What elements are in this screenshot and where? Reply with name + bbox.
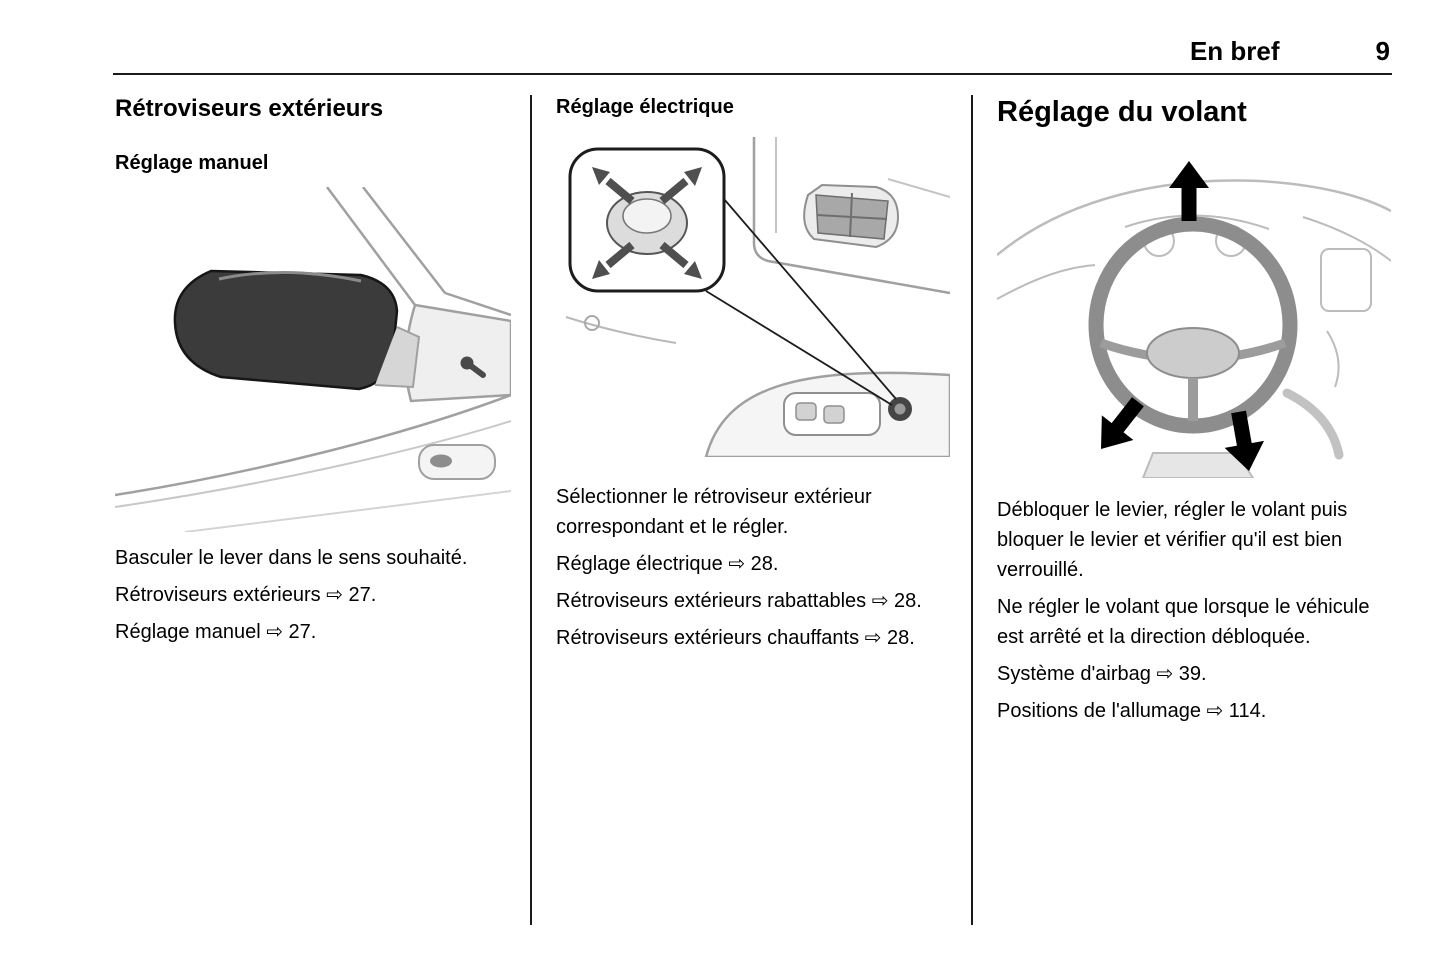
mirror-adjuster-knob bbox=[888, 397, 912, 421]
cross-reference: Réglage électrique ⇨ 28. bbox=[556, 553, 779, 575]
chapter-title: En bref bbox=[1189, 36, 1280, 66]
steering-wheel-figure bbox=[996, 161, 1392, 479]
column-divider bbox=[530, 95, 532, 925]
door-window-frame bbox=[752, 137, 951, 295]
cross-reference: Rétroviseurs extérieurs chauffants ⇨ 28. bbox=[556, 627, 915, 649]
section-heading: Rétroviseurs extérieurs bbox=[115, 95, 384, 122]
subsection-heading: Réglage électrique bbox=[556, 96, 734, 118]
dashboard-lines bbox=[996, 179, 1392, 388]
door-lines bbox=[114, 393, 512, 533]
cross-reference: Rétroviseurs extérieurs ⇨ 27. bbox=[115, 584, 377, 606]
adjustment-arrow-up-icon bbox=[1169, 161, 1209, 221]
instruction-text: Basculer le lever dans le sens souhaité. bbox=[115, 547, 468, 569]
electric-mirror-figure bbox=[565, 137, 952, 459]
column-mirrors-manual: Rétroviseurs extérieurs Réglage manuel bbox=[114, 95, 513, 647]
manual-mirror-figure bbox=[114, 186, 513, 533]
column-steering-adjustment: Réglage du volant bbox=[996, 95, 1392, 726]
cross-reference: Positions de l'allumage ⇨ 114. bbox=[997, 700, 1267, 722]
steering-wheel bbox=[1088, 216, 1298, 479]
mirror-housing bbox=[173, 269, 421, 391]
column-mirrors-electric: Réglage électrique bbox=[556, 95, 952, 653]
cross-reference: Rétroviseurs extérieurs rabattables ⇨ 28… bbox=[556, 590, 922, 612]
car-body-lines bbox=[325, 186, 512, 317]
cross-reference: Système d'airbag ⇨ 39. bbox=[997, 663, 1207, 685]
control-stalk bbox=[1282, 388, 1344, 460]
instruction-text: Sélectionner le rétroviseur extérieur co… bbox=[556, 486, 872, 538]
subsection-heading: Réglage manuel bbox=[115, 152, 269, 174]
page-number: 9 bbox=[1375, 36, 1390, 66]
mirror-adjust-lever-icon bbox=[460, 356, 486, 378]
adjustment-arrow-down-left-icon bbox=[1101, 397, 1144, 449]
adjustment-arrow-down-right-icon bbox=[1224, 410, 1265, 471]
instruction-text: Débloquer le levier, régler le volant pu… bbox=[997, 499, 1348, 581]
exterior-mirror-through-window bbox=[803, 183, 900, 249]
electric-mirror-control-illustration bbox=[556, 137, 952, 462]
running-header: En bref 9 bbox=[1190, 36, 1390, 67]
steering-wheel-illustration bbox=[996, 153, 1392, 483]
door-panel-lines bbox=[565, 315, 677, 344]
four-way-control-callout bbox=[568, 147, 726, 293]
manual-mirror-illustration bbox=[114, 186, 513, 537]
door-armrest bbox=[704, 371, 952, 459]
header-rule bbox=[113, 73, 1392, 75]
door-handle bbox=[418, 444, 496, 480]
four-way-arrows-icon bbox=[592, 167, 702, 279]
column-divider bbox=[971, 95, 973, 925]
callout-pointer-lines bbox=[705, 198, 897, 406]
instruction-text: Ne régler le volant que lorsque le véhic… bbox=[997, 596, 1370, 648]
cross-reference: Réglage manuel ⇨ 27. bbox=[115, 621, 317, 643]
section-heading: Réglage du volant bbox=[997, 96, 1247, 128]
mirror-sail-panel bbox=[404, 303, 513, 403]
